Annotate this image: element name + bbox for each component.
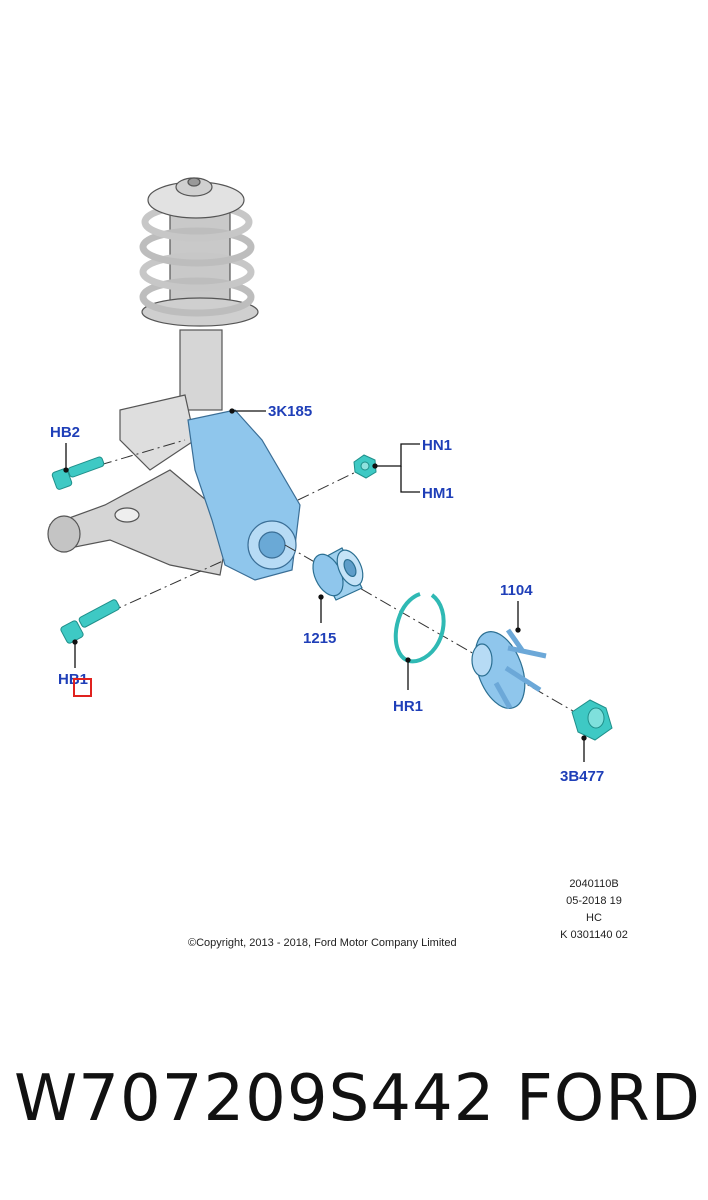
strut-spring-assembly — [139, 177, 259, 411]
hub-nut-3b477-icon — [571, 699, 613, 741]
wheel-bearing-1215-icon — [312, 547, 364, 601]
circlip-hr1-icon — [393, 592, 446, 664]
copyright-notice: ©Copyright, 2013 - 2018, Ford Motor Comp… — [188, 937, 457, 949]
callout-hr1: HR1 — [393, 698, 424, 715]
bolt-hb1-icon — [60, 599, 120, 644]
wheel-hub-1104-icon — [471, 628, 547, 710]
callout-3k185: 3K185 — [268, 403, 313, 420]
highlight-box — [73, 678, 92, 697]
drawing-date: 05-2018 19 — [566, 895, 622, 907]
callout-1104: 1104 — [500, 582, 533, 599]
drawing-number: 2040110B — [569, 878, 619, 890]
callout-hb2: HB2 — [50, 424, 81, 441]
assembly-axis-lines — [99, 439, 581, 716]
bolt-hb2-icon — [51, 456, 105, 490]
callout-leader-lines — [63, 408, 587, 762]
steering-knuckle — [187, 409, 301, 581]
brand-name: FORD — [516, 1062, 701, 1136]
callout-hm1: HM1 — [422, 485, 454, 502]
exploded-parts-diagram — [47, 177, 613, 762]
drawing-info: 2040110B 05-2018 19 HC K 0301140 02 — [550, 876, 638, 944]
part-number: W707209S442 — [14, 1062, 496, 1136]
callout-1215: 1215 — [303, 630, 337, 647]
drawing-code: HC — [586, 912, 602, 924]
callout-hn1: HN1 — [422, 437, 453, 454]
nut-hn1-icon — [353, 454, 377, 479]
callout-3b477: 3B477 — [560, 768, 605, 785]
drawing-reference: K 0301140 02 — [560, 929, 628, 941]
lower-control-arm — [47, 394, 231, 576]
